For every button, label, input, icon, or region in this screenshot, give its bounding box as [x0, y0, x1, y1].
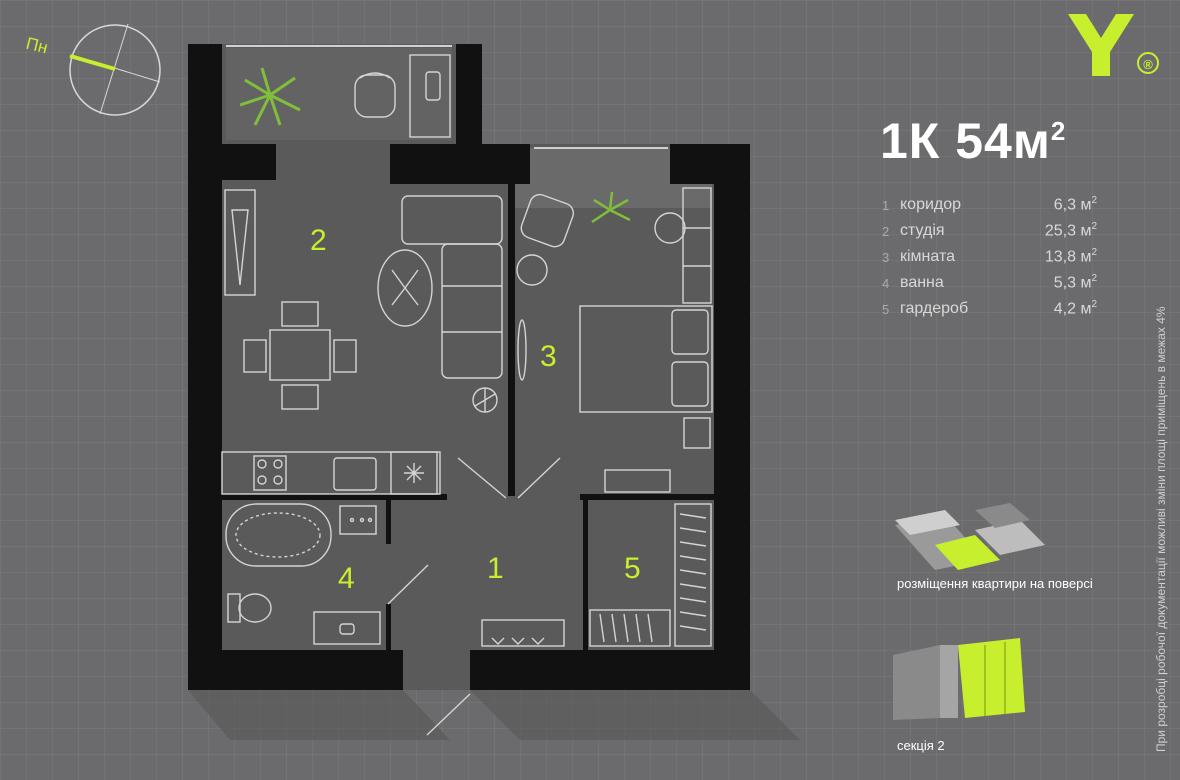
floor-area	[220, 44, 714, 690]
floor-position-diagram	[895, 503, 1045, 570]
brand-logo-icon	[1068, 14, 1134, 76]
furniture	[221, 54, 713, 736]
room-number-3: 3	[540, 340, 557, 373]
room-number-2: 2	[310, 224, 327, 257]
registered-mark: ®	[1137, 52, 1159, 74]
compass	[69, 23, 161, 116]
room-number-4: 4	[338, 562, 355, 595]
legend-row: 1 коридор 6,3 м2	[882, 195, 1097, 214]
area-legend: 1 коридор 6,3 м2 2 студія 25,3 м2 3 кімн…	[882, 192, 1097, 322]
floor-position-caption: розміщення квартири на поверсі	[897, 576, 1093, 591]
section-caption: секція 2	[897, 738, 945, 753]
legend-row: 3 кімната 13,8 м2	[882, 247, 1097, 266]
legend-row: 4 ванна 5,3 м2	[882, 273, 1097, 292]
room-number-5: 5	[624, 552, 641, 585]
legend-row: 5 гардероб 4,2 м2	[882, 299, 1097, 318]
section-diagram	[893, 638, 1025, 720]
room-number-1: 1	[487, 552, 504, 585]
apartment-title: 1К 54м2	[880, 113, 1067, 169]
walls	[188, 44, 750, 690]
legend-row: 2 студія 25,3 м2	[882, 221, 1097, 240]
plant-icon	[239, 67, 301, 126]
area-disclaimer: При розробці робочої документації можлив…	[1154, 306, 1168, 752]
plant-icon	[591, 191, 631, 224]
